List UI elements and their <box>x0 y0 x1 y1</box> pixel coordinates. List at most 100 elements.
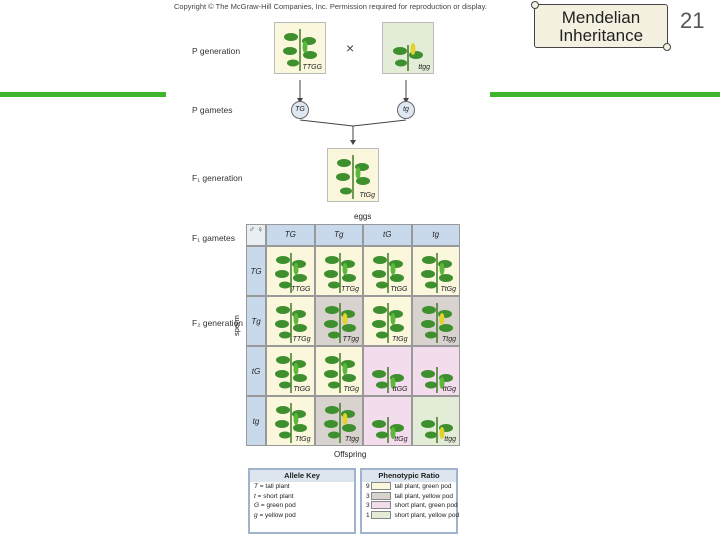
egg-gamete-header: tG <box>363 224 412 246</box>
tall-plant-icon <box>372 303 404 343</box>
copyright-notice-overlay: Copyright © The McGraw-Hill Companies, I… <box>174 2 487 11</box>
allele-meaning: = short plant <box>257 492 294 500</box>
gamete-tg: tg <box>397 101 415 119</box>
tall-plant-icon <box>323 303 356 343</box>
sperm-gamete-header: Tg <box>246 296 266 346</box>
egg-gamete-header: TG <box>266 224 315 246</box>
phenotypic-ratio-title: Phenotypic Ratio <box>362 470 456 482</box>
egg-gamete-header: tg <box>411 224 460 246</box>
genotype-label: ttGg <box>394 436 408 443</box>
tall-plant-icon <box>420 303 453 343</box>
allele-key-row: t = short plant <box>250 492 354 502</box>
genotype-label: TtGg <box>391 336 408 343</box>
punnett-corner: ♂ ♀ <box>246 224 266 246</box>
punnett-cell: TtGG <box>363 246 412 296</box>
allele-symbol: G <box>254 502 260 509</box>
allele-key-row: g = yellow pod <box>250 511 354 521</box>
phenotype-ratio-row: 3 short plant, green pod <box>362 501 458 511</box>
genotype-label: ttgg <box>418 64 430 71</box>
tall-plant-icon <box>372 253 404 293</box>
short-plant-icon <box>420 417 453 443</box>
punnett-cell: TTGg <box>314 246 363 296</box>
punnett-cell: TtGg <box>266 396 315 446</box>
genotype-label: TtGg <box>294 436 311 443</box>
allele-key-row: T = tall plant <box>250 482 354 492</box>
punnett-cell: TTGg <box>266 296 315 346</box>
genotype-label: TtGG <box>293 386 311 393</box>
genotype-label: Ttgg <box>344 436 359 443</box>
punnett-cell: TtGg <box>314 346 363 396</box>
label-p-gametes: P gametes <box>192 105 233 115</box>
ratio-count: 3 <box>366 492 370 500</box>
genotype-label: TtGg <box>359 192 375 199</box>
short-plant-icon <box>420 367 453 393</box>
genotype-label: Ttgg <box>441 336 456 343</box>
genotype-label: TtGg <box>343 386 359 393</box>
allele-symbol: T <box>254 483 258 490</box>
short-plant-icon <box>393 43 423 71</box>
genotype-label: TTGG <box>302 64 322 71</box>
tall-plant-icon <box>275 403 307 443</box>
slide-title-scroll: Mendelian Inheritance <box>531 1 671 51</box>
ratio-count: 9 <box>366 483 370 490</box>
punnett-cell: TTgg <box>314 296 363 346</box>
punnett-cell: Ttgg <box>411 296 460 346</box>
phenotype-color-swatch <box>371 491 392 500</box>
tall-plant-icon <box>275 303 307 343</box>
tall-plant-icon <box>283 29 317 71</box>
lineage-arrows <box>297 80 409 145</box>
ratio-label: tall plant, green pod <box>394 483 452 490</box>
label-f2-generation: F₂ generation <box>192 318 244 328</box>
punnett-cell: TtGg <box>363 296 412 346</box>
allele-meaning: = tall plant <box>259 483 290 490</box>
corner-sex-symbols: ♂ ♀ <box>248 225 264 234</box>
ratio-label: tall plant, yellow pod <box>394 492 453 500</box>
offspring-label: Offspring <box>334 450 367 459</box>
punnett-cell: ttgg <box>411 396 460 446</box>
phenotype-color-swatch <box>371 510 392 519</box>
genotype-label: TTgg <box>342 336 359 343</box>
allele-symbol: g <box>254 511 258 519</box>
sperm-gamete-header: tg <box>246 396 266 446</box>
punnett-cell: ttGg <box>363 396 412 446</box>
sperm-gamete-header: tG <box>246 346 266 396</box>
punnett-cell: TTGG <box>266 246 315 296</box>
genotype-label: TtGg <box>440 286 456 293</box>
tall-plant-icon <box>420 253 453 293</box>
allele-meaning: = yellow pod <box>259 511 296 519</box>
punnett-cell: ttGG <box>363 346 412 396</box>
punnett-cell: ttGg <box>411 346 460 396</box>
green-rule-right <box>490 92 720 97</box>
tall-plant-icon <box>275 253 307 293</box>
genotype-label: ttGg <box>442 386 456 393</box>
genotype-label: ttGG <box>392 386 408 393</box>
phenotype-ratio-row: 3 tall plant, yellow pod <box>362 491 456 502</box>
ratio-count: 3 <box>366 502 370 509</box>
sperm-gamete-header: TG <box>246 246 266 296</box>
ratio-label: short plant, green pod <box>394 502 458 509</box>
genotype-label: TTGg <box>341 286 359 293</box>
label-f1-gametes: F₁ gametes <box>192 233 236 243</box>
genotype-label: TTGG <box>291 286 311 293</box>
tall-plant-icon <box>323 253 356 293</box>
punnett-cell: TtGg <box>411 246 460 296</box>
f1-plant: TtGg <box>327 148 379 202</box>
egg-gamete-header: Tg <box>314 224 363 246</box>
phenotypic-ratio-box: Phenotypic Ratio 9 tall plant, green pod… <box>360 468 460 534</box>
ratio-label: short plant, yellow pod <box>394 511 460 519</box>
slide-title-line1: Mendelian <box>561 8 641 27</box>
ratio-count: 1 <box>366 511 370 519</box>
punnett-cell: TtGG <box>266 346 315 396</box>
phenotype-color-swatch <box>371 482 392 491</box>
phenotype-color-swatch <box>371 501 392 510</box>
punnett-cell: Ttgg <box>314 396 363 446</box>
genotype-label: ttgg <box>444 436 456 443</box>
label-f1-generation: F₁ generation <box>192 173 243 183</box>
tall-plant-icon <box>336 155 370 199</box>
tall-plant-icon <box>275 353 307 393</box>
label-p-generation: P generation <box>192 46 241 56</box>
sperm-label: sperm <box>232 315 241 336</box>
parent-plant-short-yellow: ttgg <box>382 22 434 74</box>
allele-key-title: Allele Key <box>250 470 354 482</box>
